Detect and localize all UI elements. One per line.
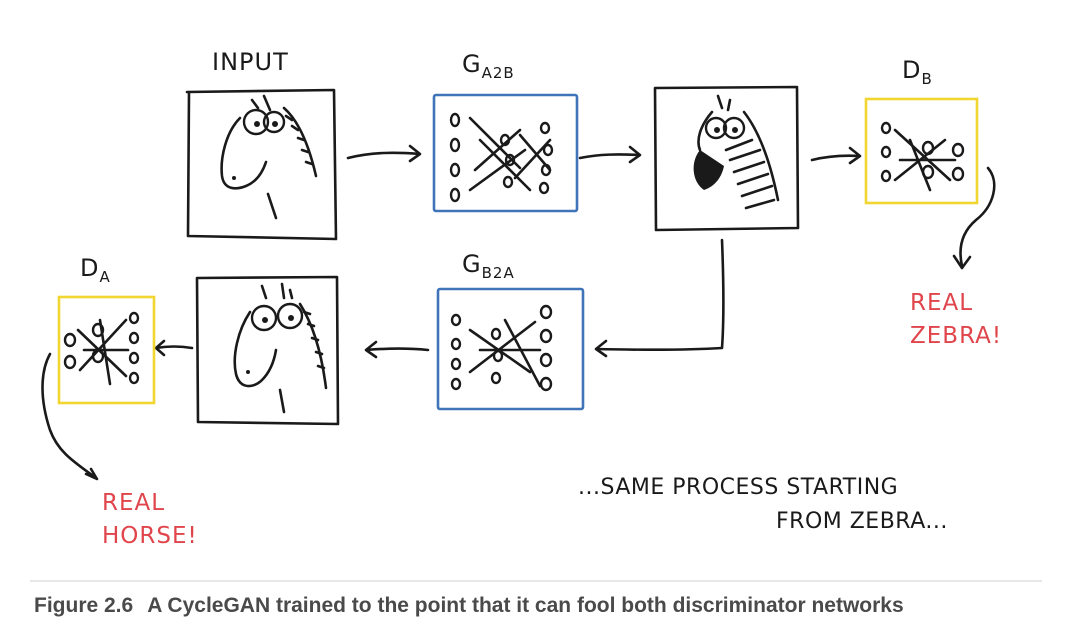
process-note-line1: ...SAME PROCESS STARTING: [578, 475, 898, 500]
figure-number: Figure 2.6: [34, 594, 133, 617]
arrow-input-to-generator: [346, 144, 422, 163]
discriminator-a-label: DA: [80, 254, 111, 286]
arrow-generator-to-zebra: [578, 145, 642, 164]
figure-caption: Figure 2.6 A CycleGAN trained to the poin…: [34, 594, 904, 617]
discriminator-b-label: DB: [902, 56, 933, 88]
arrow-horse-to-discriminator-a: [154, 339, 194, 357]
horse-icon-reconstructed: [233, 282, 328, 414]
zebra-icon: [693, 94, 780, 210]
discriminator-b-network: [864, 97, 979, 205]
horse-icon: [220, 94, 318, 220]
generator-b2a-label: GB2A: [462, 250, 515, 282]
figure-caption-text: A CycleGAN trained to the point that it …: [147, 594, 903, 617]
real-zebra-verdict-line1: REAL: [910, 290, 973, 316]
arrow-discriminator-a-verdict: [41, 352, 99, 481]
generator-b2a-network: [436, 287, 585, 411]
arrow-zebra-to-generator-b2a: [594, 238, 725, 358]
real-horse-verdict-line2: HORSE!: [102, 523, 198, 549]
generator-a2b-label: GA2B: [462, 50, 515, 82]
arrow-discriminator-b-verdict: [952, 166, 996, 270]
generated-zebra-panel: [653, 85, 800, 232]
reconstructed-horse-panel: [195, 275, 340, 426]
arrow-zebra-to-discriminator-b: [810, 146, 862, 165]
input-horse-panel: [185, 88, 338, 241]
real-zebra-verdict-line2: ZEBRA!: [910, 323, 1002, 349]
generator-a2b-network: [432, 93, 579, 213]
process-note-line2: FROM ZEBRA...: [776, 509, 948, 534]
input-label: INPUT: [212, 48, 289, 76]
real-horse-verdict-line1: REAL: [102, 490, 165, 516]
arrow-generator-to-reconstructed-horse: [364, 340, 430, 359]
discriminator-a-network: [57, 295, 156, 405]
